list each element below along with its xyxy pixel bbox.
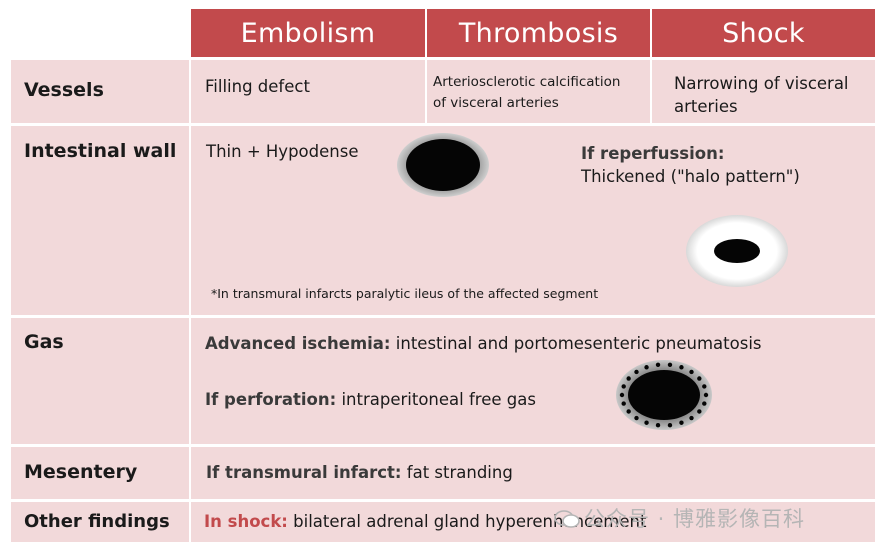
- cell-mesentery: If transmural infarct: fat stranding: [191, 447, 875, 499]
- gas-bubble: [702, 401, 707, 406]
- gas-bubble: [619, 392, 625, 398]
- pneumatosis-icon: [616, 360, 712, 430]
- vessels-embolism-text: Filling defect: [205, 77, 310, 96]
- cell-other-findings: In shock: bilateral adrenal gland hypere…: [191, 502, 875, 542]
- thin-hypodense-wall-icon: [397, 133, 489, 197]
- label-text: Vessels: [24, 79, 104, 101]
- reperfusion-label: If reperfussion:: [581, 144, 725, 163]
- intestinal-wall-footnote: *In transmural infarcts paralytic ileus …: [211, 286, 599, 301]
- header-embolism: Embolism: [191, 9, 425, 57]
- gas-bubble: [667, 422, 673, 428]
- label-text: Intestinal wall: [24, 140, 177, 162]
- gas-bubble: [634, 369, 639, 375]
- gas-bubble: [679, 365, 684, 370]
- label-text: Mesentery: [24, 461, 138, 483]
- gas-bubble: [679, 420, 684, 425]
- cell-gas: Advanced ischemia: intestinal and portom…: [191, 318, 875, 444]
- gas-bubble: [626, 409, 631, 414]
- gas-bubble: [644, 365, 649, 370]
- watermark: 公众号 · 博雅影像百科: [554, 503, 805, 533]
- gas-ischemia-line: Advanced ischemia: intestinal and portom…: [205, 332, 762, 355]
- gas-bubble: [689, 369, 694, 375]
- intestinal-wall-text: Thin + Hypodense: [206, 142, 359, 161]
- cell-intestinal-wall: Thin + Hypodense If reperfussion: Thicke…: [191, 126, 875, 315]
- other-shock-text: bilateral adrenal gland hyperenhancement: [293, 512, 647, 531]
- mesentery-infarct-text: fat stranding: [406, 463, 513, 482]
- other-shock-label: In shock:: [204, 512, 288, 531]
- gas-perforation-label: If perforation:: [205, 390, 337, 409]
- row-label-gas: Gas: [11, 318, 189, 444]
- vessels-shock-line1: Narrowing of visceral: [674, 74, 849, 93]
- gas-bubble: [634, 415, 639, 421]
- gas-bubble: [655, 362, 661, 368]
- gas-bubble: [697, 376, 702, 381]
- vessels-shock-line2: arteries: [674, 97, 738, 116]
- gas-bubble: [702, 384, 707, 389]
- cell-vessels-embolism: Filling defect: [191, 60, 425, 123]
- mesentery-line: If transmural infarct: fat stranding: [206, 461, 513, 484]
- gas-ischemia-text: intestinal and portomesenteric pneumatos…: [395, 334, 762, 353]
- row-label-other-findings: Other findings: [11, 502, 189, 542]
- gas-bubble: [626, 376, 631, 381]
- gas-perforation-line: If perforation: intraperitoneal free gas: [205, 388, 536, 411]
- vessels-thrombosis-line1: Arteriosclerotic calcification: [433, 74, 621, 90]
- gas-perforation-text: intraperitoneal free gas: [341, 390, 536, 409]
- gas-bubble: [621, 384, 626, 389]
- header-thrombosis: Thrombosis: [427, 9, 650, 57]
- row-label-intestinal-wall: Intestinal wall: [11, 126, 189, 315]
- row-label-vessels: Vessels: [11, 60, 189, 123]
- gas-bubble: [667, 362, 673, 368]
- gas-bubble: [703, 392, 709, 398]
- header-shock: Shock: [652, 9, 875, 57]
- gas-bubble: [689, 415, 694, 421]
- reperfusion-text: Thickened ("halo pattern"): [581, 167, 800, 186]
- cell-vessels-shock: Narrowing of visceral arteries: [652, 60, 875, 123]
- watermark-text: 公众号 · 博雅影像百科: [584, 507, 806, 531]
- gas-bubble: [655, 422, 661, 428]
- label-text: Gas: [24, 331, 64, 353]
- label-text: Other findings: [24, 511, 170, 532]
- chat-bubble-icon: [554, 510, 580, 528]
- gas-bubble: [697, 409, 702, 414]
- row-label-mesentery: Mesentery: [11, 447, 189, 499]
- gas-bubble: [621, 401, 626, 406]
- gas-ischemia-label: Advanced ischemia:: [205, 334, 391, 353]
- gas-bubble: [644, 420, 649, 425]
- vessels-thrombosis-line2: of visceral arteries: [433, 95, 559, 111]
- mesentery-infarct-label: If transmural infarct:: [206, 463, 402, 482]
- halo-pattern-icon: [686, 215, 788, 287]
- cell-vessels-thrombosis: Arteriosclerotic calcification of viscer…: [427, 60, 650, 123]
- other-line: In shock: bilateral adrenal gland hypere…: [204, 510, 646, 533]
